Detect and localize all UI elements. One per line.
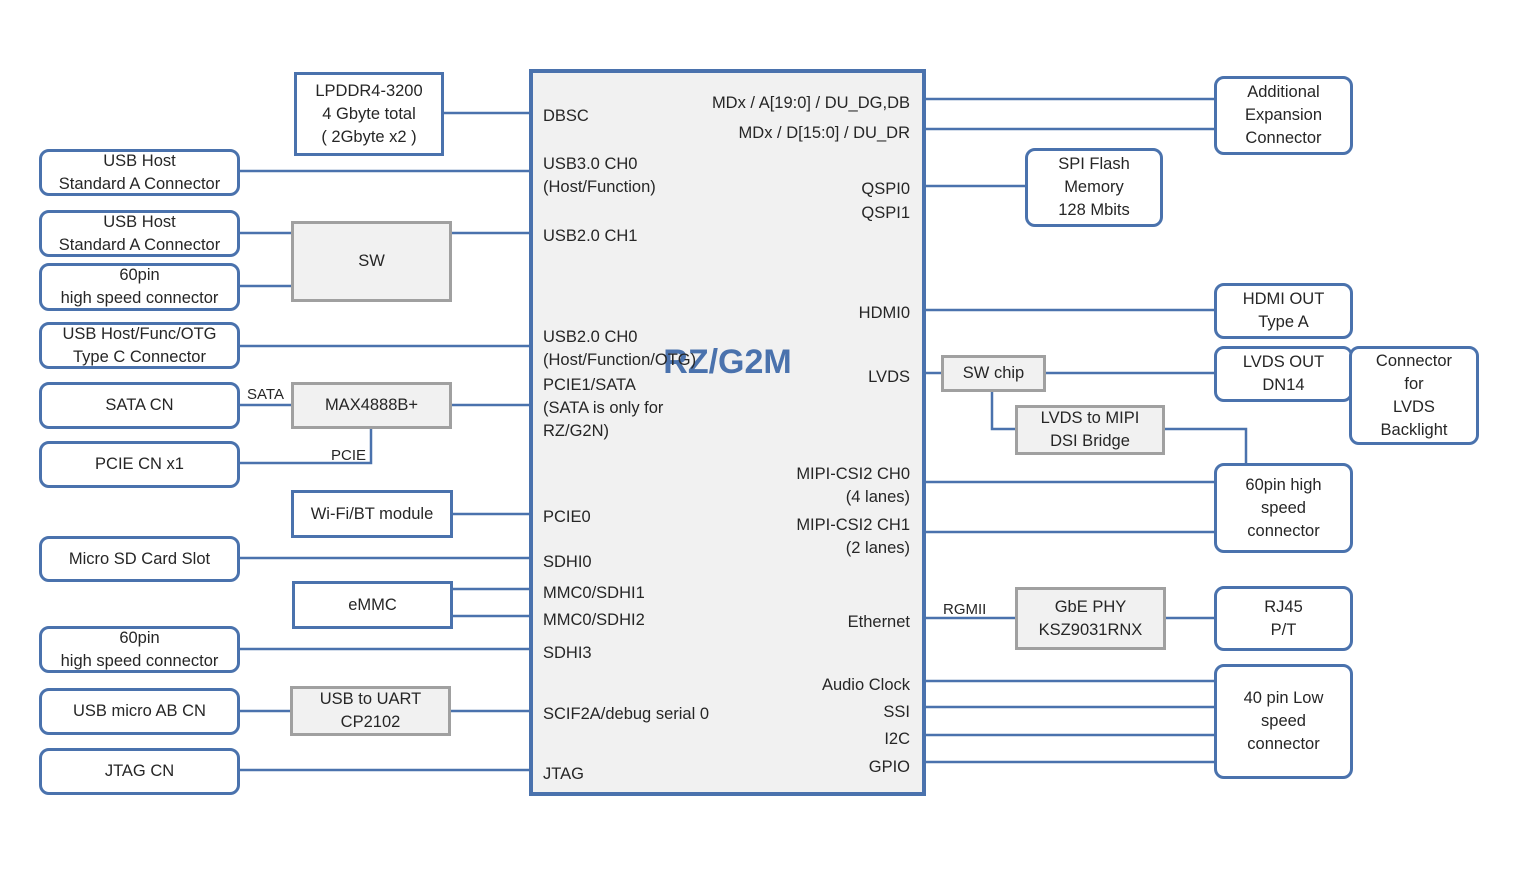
pin-mmc0-sdhi2: MMC0/SDHI2 bbox=[543, 611, 645, 629]
low-speed-40pin-connector: 40 pin Low speed connector bbox=[1214, 664, 1353, 779]
pin-mdx-d: MDx / D[15:0] / DU_DR bbox=[738, 124, 910, 142]
spi-flash-memory: SPI Flash Memory 128 Mbits bbox=[1025, 148, 1163, 227]
pin-mipi-csi2-ch0: MIPI-CSI2 CH0 (4 lanes) bbox=[796, 465, 910, 506]
pin-dbsc: DBSC bbox=[543, 107, 589, 125]
sw-chip: SW chip bbox=[941, 355, 1046, 392]
pin-gpio: GPIO bbox=[868, 758, 910, 776]
sw-block: SW bbox=[291, 221, 452, 302]
pin-jtag: JTAG bbox=[543, 765, 584, 783]
pin-mipi-csi2-ch1: MIPI-CSI2 CH1 (2 lanes) bbox=[796, 516, 910, 557]
additional-expansion-connector: Additional Expansion Connector bbox=[1214, 76, 1353, 155]
pin-mdx-a: MDx / A[19:0] / DU_DG,DB bbox=[711, 94, 910, 112]
soc-rz-g2m: RZ/G2M DBSC USB3.0 CH0 (Host/Function) U… bbox=[529, 69, 926, 796]
pin-sdhi3: SDHI3 bbox=[543, 644, 592, 662]
pin-scif2a: SCIF2A/debug serial 0 bbox=[543, 705, 710, 723]
usb-to-uart-cp2102: USB to UART CP2102 bbox=[290, 686, 451, 736]
pin-mmc0-sdhi1: MMC0/SDHI1 bbox=[543, 584, 645, 602]
pin-ssi: SSI bbox=[883, 703, 910, 721]
usb-type-c-connector: USB Host/Func/OTG Type C Connector bbox=[39, 322, 240, 369]
lpddr4-memory-block: LPDDR4-3200 4 Gbyte total ( 2Gbyte x2 ) bbox=[294, 72, 444, 156]
hdmi-out-type-a: HDMI OUT Type A bbox=[1214, 283, 1353, 339]
gbe-phy-ksz9031rnx: GbE PHY KSZ9031RNX bbox=[1015, 587, 1166, 650]
sata-connector: SATA CN bbox=[39, 382, 240, 429]
usb-micro-ab-connector: USB micro AB CN bbox=[39, 688, 240, 735]
wire-bridge-60pin bbox=[1164, 427, 1248, 465]
lvds-out-dn14: LVDS OUT DN14 bbox=[1214, 346, 1353, 402]
wire-label-sata: SATA bbox=[247, 386, 284, 403]
pin-ethernet: Ethernet bbox=[847, 613, 910, 631]
pin-pcie0: PCIE0 bbox=[543, 508, 591, 526]
high-speed-60pin-connector-2: 60pin high speed connector bbox=[39, 626, 240, 673]
wire-swchip-bridge bbox=[990, 391, 1016, 431]
lvds-to-mipi-dsi-bridge: LVDS to MIPI DSI Bridge bbox=[1015, 405, 1165, 455]
wire-pcie-max bbox=[239, 429, 373, 465]
pin-sdhi0: SDHI0 bbox=[543, 553, 592, 571]
pin-qspi0: QSPI0 bbox=[861, 180, 910, 198]
max4888-switch: MAX4888B+ bbox=[291, 382, 452, 429]
wifi-bt-module: Wi-Fi/BT module bbox=[291, 490, 453, 538]
rj45-connector: RJ45 P/T bbox=[1214, 586, 1353, 651]
high-speed-60pin-connector-1: 60pin high speed connector bbox=[39, 263, 240, 311]
wire-label-rgmii: RGMII bbox=[943, 601, 987, 618]
pin-usb2-ch1: USB2.0 CH1 bbox=[543, 227, 638, 245]
usb-host-standard-a-connector-2: USB Host Standard A Connector bbox=[39, 210, 240, 257]
micro-sd-card-slot: Micro SD Card Slot bbox=[39, 536, 240, 582]
wire-label-pcie: PCIE bbox=[331, 447, 367, 464]
jtag-connector: JTAG CN bbox=[39, 748, 240, 795]
pcie-connector-x1: PCIE CN x1 bbox=[39, 441, 240, 488]
soc-title: RZ/G2M bbox=[663, 343, 792, 381]
lvds-backlight-connector: Connector for LVDS Backlight bbox=[1349, 346, 1479, 445]
pin-audio-clock: Audio Clock bbox=[821, 676, 910, 694]
pin-i2c: I2C bbox=[884, 730, 910, 748]
pin-hdmi0: HDMI0 bbox=[858, 304, 910, 322]
usb-host-standard-a-connector-1: USB Host Standard A Connector bbox=[39, 149, 240, 196]
pin-lvds: LVDS bbox=[868, 368, 910, 386]
pin-qspi1: QSPI1 bbox=[861, 204, 910, 222]
high-speed-60pin-connector-right: 60pin high speed connector bbox=[1214, 463, 1353, 553]
pin-pcie1-sata: PCIE1/SATA (SATA is only for RZ/G2N) bbox=[543, 376, 664, 440]
pin-usb3-ch0: USB3.0 CH0 (Host/Function) bbox=[543, 155, 656, 196]
emmc-block: eMMC bbox=[292, 581, 453, 629]
pin-usb2-ch0: USB2.0 CH0 (Host/Function/OTG) bbox=[543, 328, 697, 369]
